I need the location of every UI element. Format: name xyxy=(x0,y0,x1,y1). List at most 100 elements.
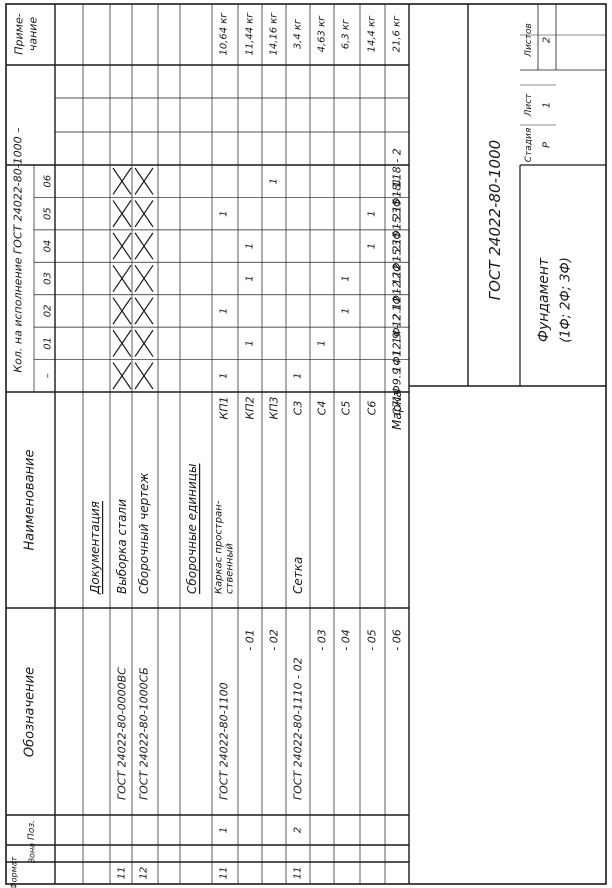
cross-stroke xyxy=(134,329,154,357)
row-name: Каркас простран- xyxy=(214,500,225,594)
row-qty: 1 xyxy=(367,210,378,216)
row-format: 12 xyxy=(139,867,150,880)
row-label: С6 xyxy=(366,401,379,416)
row-note: 21,6 кг xyxy=(392,15,403,52)
cross-stroke xyxy=(112,297,132,325)
row-note: 11,44 кг xyxy=(245,12,256,56)
table-row: 12 ГОСТ 24022-80-1000СБ Сборочный чертеж xyxy=(134,167,154,880)
sheet-border xyxy=(5,3,607,885)
row-qty: 1 xyxy=(245,340,256,346)
row-designation: - 04 xyxy=(340,629,353,650)
row-designation: - 03 xyxy=(316,629,329,650)
cross-stroke xyxy=(134,264,154,293)
row-note: 14,4 кг xyxy=(367,15,378,52)
cross-stroke xyxy=(112,329,132,357)
not-applicable-cross xyxy=(112,232,132,260)
header-pos: Поз. xyxy=(27,820,37,840)
stage-label: Стадия xyxy=(524,127,534,162)
row-note: 3,4 кг xyxy=(293,18,304,49)
cross-stroke xyxy=(134,167,154,195)
cross-stroke xyxy=(112,264,132,293)
header-designation: Обозначение xyxy=(23,667,38,757)
variant-column-04: 04 xyxy=(43,240,54,253)
row-name: Сетка xyxy=(291,557,305,594)
specification-table: ФорматЗонаПоз.ОбозначениеНаименованиеКол… xyxy=(6,4,410,888)
not-applicable-cross xyxy=(112,200,132,228)
cross-stroke xyxy=(112,232,132,260)
row-name: Документация xyxy=(88,501,102,595)
row-designation: - 06 xyxy=(391,629,404,650)
stage-value: Р xyxy=(542,141,553,148)
row-qty: 1 xyxy=(219,308,230,314)
row-designation: ГОСТ 24022-80-1000СБ xyxy=(138,667,151,800)
cross-stroke xyxy=(134,297,154,325)
marka-value: 1Ф12.12 - 1 xyxy=(391,278,404,344)
row-qty: 1 xyxy=(341,308,352,314)
row-designation: ГОСТ 24022-80-1100 xyxy=(218,682,231,800)
row-note: 4,63 кг xyxy=(317,15,328,52)
row-qty: 1 xyxy=(219,210,230,216)
not-applicable-cross xyxy=(112,264,132,293)
row-name: Сборочный чертеж xyxy=(137,472,151,594)
cross-stroke xyxy=(112,200,132,228)
row-note: 14,16 кг xyxy=(269,12,280,56)
marka-value: 2Ф15.15 - 2 xyxy=(391,213,404,279)
marka-value: 3Ф15.15 - 1 xyxy=(391,181,404,247)
not-applicable-cross xyxy=(112,297,132,325)
table-row: - 06 С7 1 21,6 кг xyxy=(391,15,404,651)
row-qty: 1 xyxy=(245,243,256,249)
row-qty: 1 xyxy=(219,373,230,379)
row-label: КП3 xyxy=(268,396,281,419)
variant-column-02: 02 xyxy=(43,305,54,318)
cross-stroke xyxy=(134,200,154,228)
not-applicable-cross xyxy=(134,362,154,390)
marka-label: Марка xyxy=(390,390,404,430)
row-designation: ГОСТ 24022-80-0000ВС xyxy=(116,667,129,800)
document-title: Фундамент xyxy=(536,257,552,342)
row-label: С7 xyxy=(391,401,404,416)
row-qty: 1 xyxy=(367,243,378,249)
document-number: ГОСТ 24022-80-1000 xyxy=(486,140,504,300)
row-qty: 1 xyxy=(293,373,304,379)
row-name: Выборка стали xyxy=(115,499,129,594)
variant-column-01: 01 xyxy=(43,337,54,350)
sheet-label: Лист xyxy=(524,93,534,118)
row-qty: 1 xyxy=(392,178,403,184)
not-applicable-cross xyxy=(112,167,132,195)
row-label: КП2 xyxy=(244,396,257,419)
row-name-cont: ственный xyxy=(225,543,236,594)
not-applicable-cross xyxy=(134,167,154,195)
row-qty: 1 xyxy=(341,275,352,281)
cross-stroke xyxy=(134,362,154,390)
variant-column-05: 05 xyxy=(43,207,54,220)
not-applicable-cross xyxy=(112,329,132,357)
marka-value: 3Ф18.18 - 2 xyxy=(391,148,404,214)
row-format: 11 xyxy=(219,867,230,880)
row-note: 6,3 кг xyxy=(341,18,352,49)
row-pos: 1 xyxy=(219,827,230,833)
not-applicable-cross xyxy=(134,329,154,357)
sheets-value: 2 xyxy=(542,37,553,43)
table-row: 11 ГОСТ 24022-80-0000ВС Выборка стали xyxy=(112,167,132,880)
header-zone: Зона xyxy=(28,843,37,863)
not-applicable-cross xyxy=(134,264,154,293)
table-row: Документация xyxy=(88,501,102,595)
row-format: 11 xyxy=(117,867,128,880)
sheets-label: Листов xyxy=(524,23,534,58)
row-label: С3 xyxy=(292,401,305,416)
row-format: 11 xyxy=(293,867,304,880)
header-format: Формат xyxy=(10,856,19,888)
table-row: Сборочные единицы xyxy=(185,464,199,594)
row-label: КП1 xyxy=(218,396,231,419)
table-row: - 04 С5 1 1 6,3 кг xyxy=(340,18,353,651)
row-label: С5 xyxy=(340,401,353,416)
row-designation: - 01 xyxy=(244,629,257,650)
